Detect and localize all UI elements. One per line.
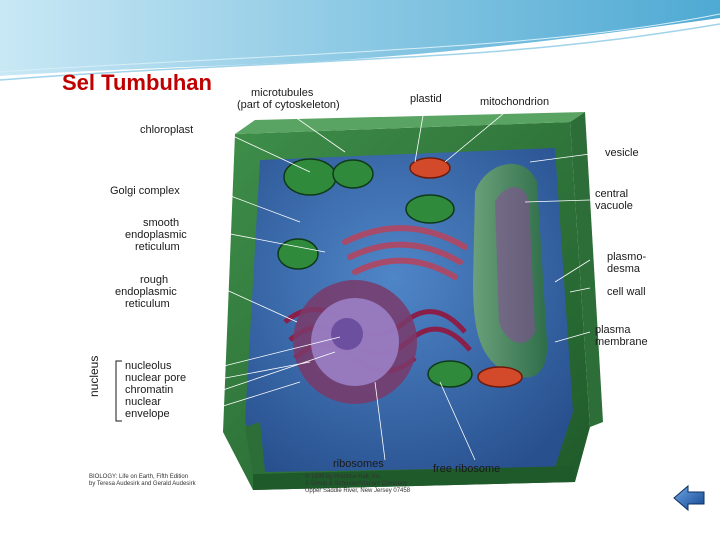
label-mitochondrion: mitochondrion	[480, 96, 550, 108]
header-swoosh	[0, 0, 720, 81]
mitochondrion	[409, 157, 523, 388]
label-nuclear-envelope-1: nuclear	[125, 396, 162, 408]
back-button[interactable]	[672, 484, 706, 512]
label-rough-er-1: rough	[140, 274, 169, 286]
label-rough-er-2: endoplasmic	[115, 286, 177, 298]
credit-right: © 1999 by Prentice-Hall, Inc. A Simon & …	[305, 474, 410, 495]
credit-left-line-2: by Teresa Audesirk and Gerald Audesirk	[89, 481, 196, 487]
label-nucleolus: nucleolus	[125, 360, 172, 372]
credit-right-line-2: A Simon & Schuster/Viacom Company	[305, 481, 408, 487]
label-ribosomes: ribosomes	[333, 458, 384, 470]
nucleus	[293, 280, 417, 404]
leader-lines	[219, 103, 591, 461]
label-nuclear-pore: nuclear pore	[125, 372, 187, 384]
label-vesicle: vesicle	[605, 147, 639, 159]
label-plasma-membrane-1: plasma	[595, 324, 631, 336]
credit-left: BIOLOGY: Life on Earth, Fifth Edition by…	[89, 474, 196, 488]
plant-cell-illustration	[219, 103, 603, 490]
label-nucleus: nucleus	[87, 355, 101, 397]
label-smooth-er-2: endoplasmic	[125, 229, 187, 241]
label-cell-wall: cell wall	[607, 286, 646, 298]
label-rough-er-3: reticulum	[125, 298, 170, 310]
label-golgi-complex: Golgi complex	[110, 185, 180, 197]
nucleus-bracket	[115, 360, 122, 422]
credit-left-line-1: BIOLOGY: Life on Earth, Fifth Edition	[89, 474, 189, 480]
label-microtubules-sub: (part of cytoskeleton)	[237, 99, 340, 111]
label-smooth-er-1: smooth	[143, 217, 180, 229]
back-arrow-icon	[673, 484, 705, 512]
label-chromatin: chromatin	[125, 384, 174, 396]
label-free-ribosome: free ribosome	[433, 463, 501, 475]
credit-right-line-3: Upper Saddle River, New Jersey 07458	[305, 488, 411, 494]
label-microtubules: microtubules	[251, 87, 314, 99]
label-central-vacuole-1: central	[595, 188, 629, 200]
credit-right-line-1: © 1999 by Prentice-Hall, Inc.	[305, 474, 382, 480]
plant-cell-figure: microtubules (part of cytoskeleton) plas…	[85, 82, 673, 496]
label-plastid: plastid	[410, 93, 442, 105]
label-central-vacuole-2: vacuole	[595, 200, 633, 212]
chloroplast	[277, 158, 473, 388]
label-plasmodesma-1: plasmo-	[607, 251, 647, 263]
label-plasmodesma-2: desma	[607, 263, 641, 275]
central-vacuole	[473, 163, 548, 378]
golgi-complex	[342, 225, 468, 280]
label-chloroplast: chloroplast	[140, 124, 194, 136]
slide-title: Sel Tumbuhan	[62, 70, 212, 95]
label-nuclear-envelope-2: envelope	[125, 408, 170, 420]
label-smooth-er-3: reticulum	[135, 241, 180, 253]
label-plasma-membrane-2: membrane	[595, 336, 648, 348]
